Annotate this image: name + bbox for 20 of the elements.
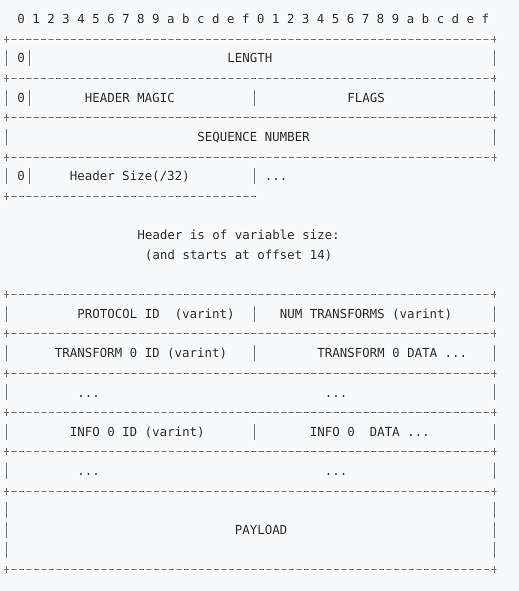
field-label: Header Size(/32) xyxy=(70,167,190,186)
field-label: 0 xyxy=(17,49,25,68)
field-label: INFO 0 DATA ... xyxy=(310,422,430,441)
field-label: TRANSFORM 0 ID (varint) xyxy=(54,344,227,362)
field-label: ... xyxy=(264,166,288,186)
field-label: PAYLOAD xyxy=(234,521,288,540)
bit-offset-header: 0 1 2 3 4 5 6 7 8 9 a b c d e f 0 1 2 3 4 5 6 7 8 9 a b c d e f xyxy=(17,10,489,28)
field-label: 0 xyxy=(17,167,25,186)
field-label: NUM TRANSFORMS (varint) xyxy=(280,304,452,323)
field-label: LENGTH xyxy=(227,49,272,68)
field-label: TRANSFORM 0 DATA ... xyxy=(317,344,468,362)
note-text: Header is of variable size: (and starts at offset 14) xyxy=(136,226,341,264)
field-label: ... xyxy=(77,384,100,402)
field-label: 0 xyxy=(17,88,25,107)
field-label: PROTOCOL ID (varint) xyxy=(77,304,234,323)
field-label: INFO 0 ID (varint) xyxy=(70,422,205,441)
field-label: ... xyxy=(324,384,348,402)
field-label: SEQUENCE NUMBER xyxy=(197,128,310,146)
field-label: HEADER MAGIC xyxy=(84,88,175,107)
field-label: FLAGS xyxy=(347,88,385,107)
